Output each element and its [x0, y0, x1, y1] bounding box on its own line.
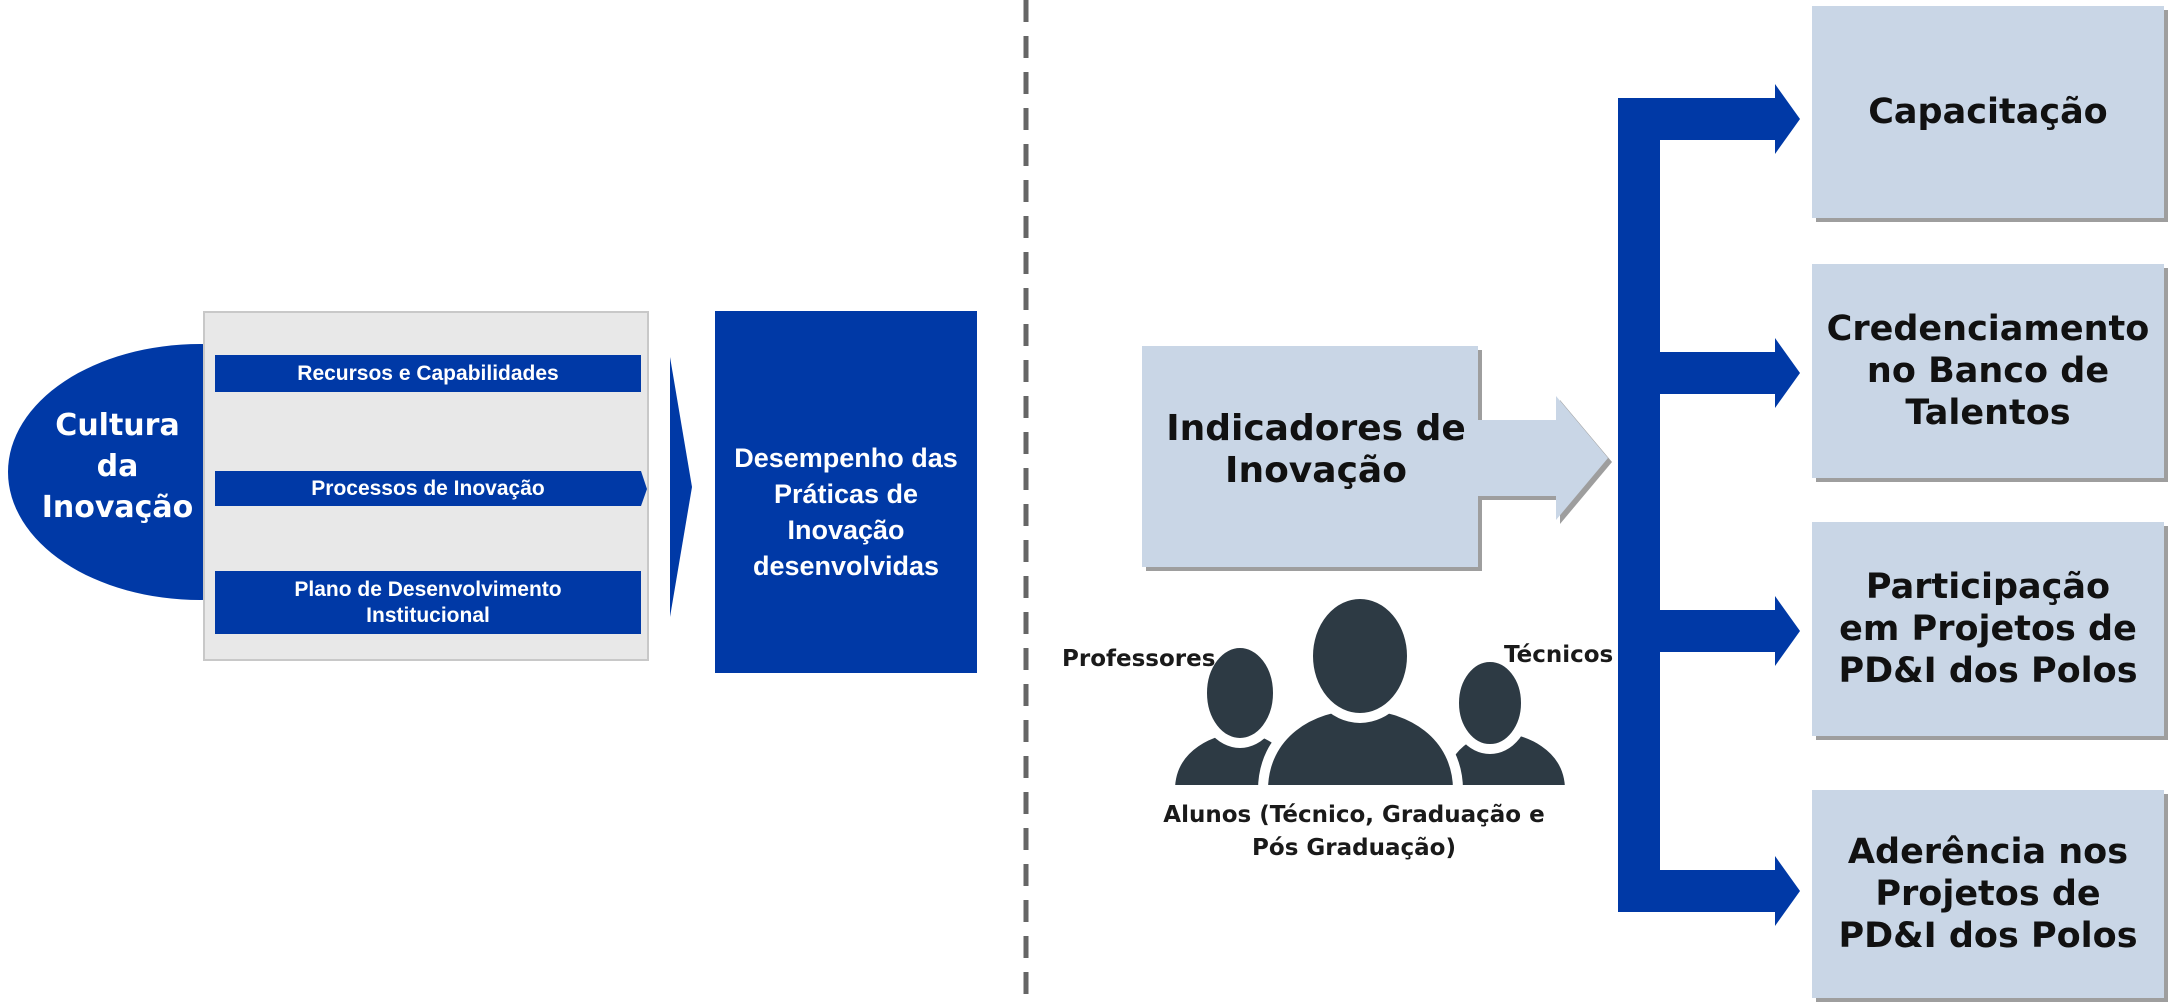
outcome-label: Participação em Projetos de PD&I dos Pol…	[1838, 567, 2138, 691]
panel-item-pdi: Plano de Desenvolvimento Institucional	[294, 577, 562, 627]
outcome-label: Capacitação	[1868, 92, 2108, 132]
panel-item-processes: Processos de Inovação	[311, 476, 545, 500]
chevron-arrow-icon	[670, 357, 692, 617]
culture-label: Cultura da Inovação	[10, 405, 225, 528]
outcome-box-participacao: Participação em Projetos de PD&I dos Pol…	[1812, 522, 2164, 736]
panel-bar-pdi	[215, 571, 641, 634]
people-icon	[1164, 589, 1576, 795]
panel-bar-resources	[215, 355, 641, 392]
outcome-box-aderencia: Aderência nos Projetos de PD&I dos Polos	[1812, 790, 2164, 998]
culture-label-line: Cultura	[55, 408, 180, 443]
culture-label-line: da	[96, 449, 139, 484]
people-label-technicians: Técnicos	[1504, 642, 1614, 668]
panel-item-resources: Recursos e Capabilidades	[297, 361, 559, 385]
outcome-box-credenciamento: Credenciamento no Banco de Talentos	[1812, 264, 2164, 478]
outcome-box-capacitacao: Capacitação	[1812, 6, 2164, 218]
panel-bar-processes	[215, 471, 647, 506]
indicators-shape-fill	[1142, 346, 1608, 567]
people-label-students: Alunos (Técnico, Graduação e Pós Graduaç…	[1163, 802, 1545, 861]
performance-box	[715, 311, 977, 673]
culture-label-line: Inovação	[41, 490, 194, 525]
people-label-professors: Professores	[1062, 646, 1216, 672]
outcome-label: Credenciamento no Banco de Talentos	[1826, 309, 2150, 433]
performance-label: Desempenho das Práticas de Inovação dese…	[734, 443, 958, 581]
distribution-bracket	[1618, 84, 1800, 926]
outcome-label: Aderência nos Projetos de PD&I dos Polos	[1838, 832, 2138, 956]
indicators-label: Indicadores de Inovação	[1166, 408, 1466, 491]
